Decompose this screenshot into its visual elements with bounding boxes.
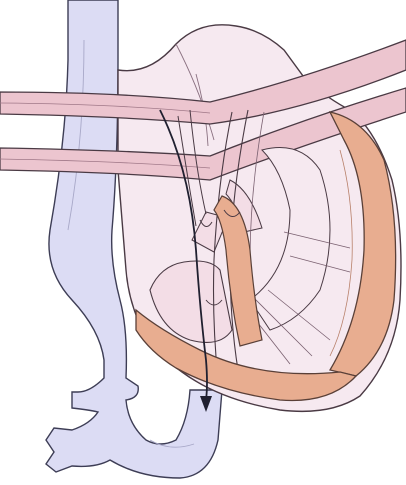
heart-diagram (0, 0, 406, 485)
heart-illustration (0, 0, 406, 485)
